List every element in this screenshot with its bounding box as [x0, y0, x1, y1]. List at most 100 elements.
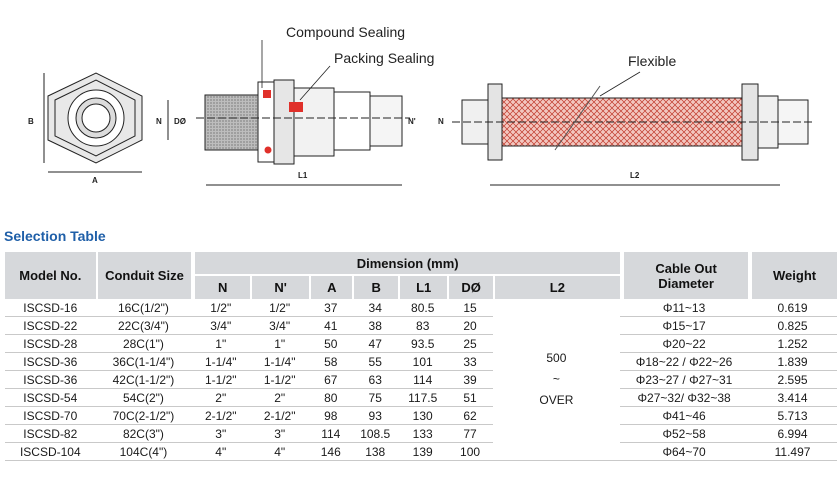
packing-sealing-label: Packing Sealing [334, 50, 434, 66]
cell-n-prime: 1-1/4" [250, 353, 310, 371]
dim-l2-label: L2 [630, 171, 640, 180]
cell-d0: 25 [447, 335, 493, 353]
dim-b-label: B [28, 117, 34, 126]
cell-l1: 117.5 [397, 389, 448, 407]
l2-line1: 500 [546, 351, 567, 365]
l2-line2: ~ [552, 372, 560, 386]
table-row: ISCSD-28 28C(1") 1" 1" 50 47 93.5 25 Φ20… [5, 335, 837, 353]
cell-b: 55 [352, 353, 398, 371]
cell-b: 63 [352, 371, 398, 389]
header-weight: Weight [748, 252, 837, 299]
header-cable-out-line2: Diameter [658, 275, 714, 291]
cell-a: 58 [309, 353, 353, 371]
cell-a: 146 [309, 443, 353, 461]
cell-cable-out: Φ15~17 [620, 317, 749, 335]
cell-n: 1" [191, 335, 251, 353]
selection-table: Model No. Conduit Size Dimension (mm) Ca… [5, 252, 837, 461]
cell-l1: 83 [397, 317, 448, 335]
cell-weight: 1.252 [748, 335, 837, 353]
table-row: ISCSD-70 70C(2-1/2") 2-1/2" 2-1/2" 98 93… [5, 407, 837, 425]
cell-b: 38 [352, 317, 398, 335]
cell-d0: 33 [447, 353, 493, 371]
header-cable-out: Cable Out Diameter [620, 252, 749, 299]
cell-weight: 0.619 [748, 299, 837, 317]
l2-line3: OVER [539, 393, 574, 407]
cell-cable-out: Φ41~46 [620, 407, 749, 425]
subheader-d0: DØ [447, 276, 493, 299]
compound-sealing-label: Compound Sealing [286, 24, 405, 40]
cell-n: 3/4" [191, 317, 251, 335]
cell-conduit: 70C(2-1/2") [95, 407, 192, 425]
cell-d0: 62 [447, 407, 493, 425]
cell-n-prime: 2" [250, 389, 310, 407]
cell-a: 98 [309, 407, 353, 425]
cell-b: 93 [352, 407, 398, 425]
cell-cable-out: Φ52~58 [620, 425, 749, 443]
cell-conduit: 104C(4") [95, 443, 192, 461]
technical-drawing: B A Compound Sealing Packing Sealing N D… [28, 24, 815, 186]
cell-l1: 93.5 [397, 335, 448, 353]
cell-d0: 20 [447, 317, 493, 335]
cell-n-prime: 3/4" [250, 317, 310, 335]
cell-model: ISCSD-28 [5, 335, 96, 353]
subheader-n-prime: N' [250, 276, 310, 299]
cell-cable-out: Φ27~32/ Φ32~38 [620, 389, 749, 407]
cell-n: 4" [191, 443, 251, 461]
cell-n: 1-1/2" [191, 371, 251, 389]
cell-n: 3" [191, 425, 251, 443]
cell-conduit: 82C(3") [95, 425, 192, 443]
cell-n-prime: 1-1/2" [250, 371, 310, 389]
cell-conduit: 16C(1/2") [95, 299, 192, 317]
cell-l2-merged: 500 ~ OVER [492, 299, 621, 461]
cell-cable-out: Φ20~22 [620, 335, 749, 353]
subheader-n: N [191, 276, 251, 299]
front-view-hex [43, 72, 143, 173]
cell-conduit: 22C(3/4") [95, 317, 192, 335]
subheader-l2: L2 [492, 276, 621, 299]
cell-model: ISCSD-70 [5, 407, 96, 425]
table-row: ISCSD-16 16C(1/2") 1/2" 1/2" 37 34 80.5 … [5, 299, 837, 461]
cell-n-prime: 3" [250, 425, 310, 443]
cell-weight: 11.497 [748, 443, 837, 461]
cell-conduit: 42C(1-1/2") [95, 371, 192, 389]
subheader-l1: L1 [397, 276, 448, 299]
table-row: ISCSD-82 82C(3") 3" 3" 114 108.5 133 77 … [5, 425, 837, 443]
header-model: Model No. [5, 252, 96, 299]
cell-model: ISCSD-36 [5, 371, 96, 389]
cell-weight: 0.825 [748, 317, 837, 335]
subheader-a: A [309, 276, 353, 299]
cell-model: ISCSD-82 [5, 425, 96, 443]
cell-cable-out: Φ23~27 / Φ27~31 [620, 371, 749, 389]
cell-l1: 114 [397, 371, 448, 389]
table-row: ISCSD-104 104C(4") 4" 4" 146 138 139 100… [5, 443, 837, 461]
cell-model: ISCSD-16 [5, 299, 96, 317]
cell-n: 1/2" [191, 299, 251, 317]
cell-model: ISCSD-36 [5, 353, 96, 371]
cell-l1: 133 [397, 425, 448, 443]
flexible-label: Flexible [628, 53, 676, 69]
cell-cable-out: Φ11~13 [620, 299, 749, 317]
dim-d0-label: DØ [174, 117, 186, 126]
cell-cable-out: Φ18~22 / Φ22~26 [620, 353, 749, 371]
dim-l1-label: L1 [298, 171, 308, 180]
cell-weight: 6.994 [748, 425, 837, 443]
cell-l1: 80.5 [397, 299, 448, 317]
cell-l1: 139 [397, 443, 448, 461]
subheader-b: B [352, 276, 398, 299]
header-conduit: Conduit Size [95, 252, 192, 299]
table-row: ISCSD-54 54C(2") 2" 2" 80 75 117.5 51 Φ2… [5, 389, 837, 407]
cell-a: 50 [309, 335, 353, 353]
table-row: ISCSD-36 42C(1-1/2") 1-1/2" 1-1/2" 67 63… [5, 371, 837, 389]
table-row: ISCSD-36 36C(1-1/4") 1-1/4" 1-1/4" 58 55… [5, 353, 837, 371]
cell-model: ISCSD-54 [5, 389, 96, 407]
cell-conduit: 54C(2") [95, 389, 192, 407]
cell-a: 67 [309, 371, 353, 389]
section-title: Selection Table [4, 228, 106, 244]
cell-a: 41 [309, 317, 353, 335]
cell-d0: 39 [447, 371, 493, 389]
dim-n-prime-label: N' [408, 117, 416, 126]
cell-b: 138 [352, 443, 398, 461]
dim-a-label: A [92, 176, 98, 185]
cell-d0: 51 [447, 389, 493, 407]
header-cable-out-line1: Cable Out [655, 260, 717, 276]
